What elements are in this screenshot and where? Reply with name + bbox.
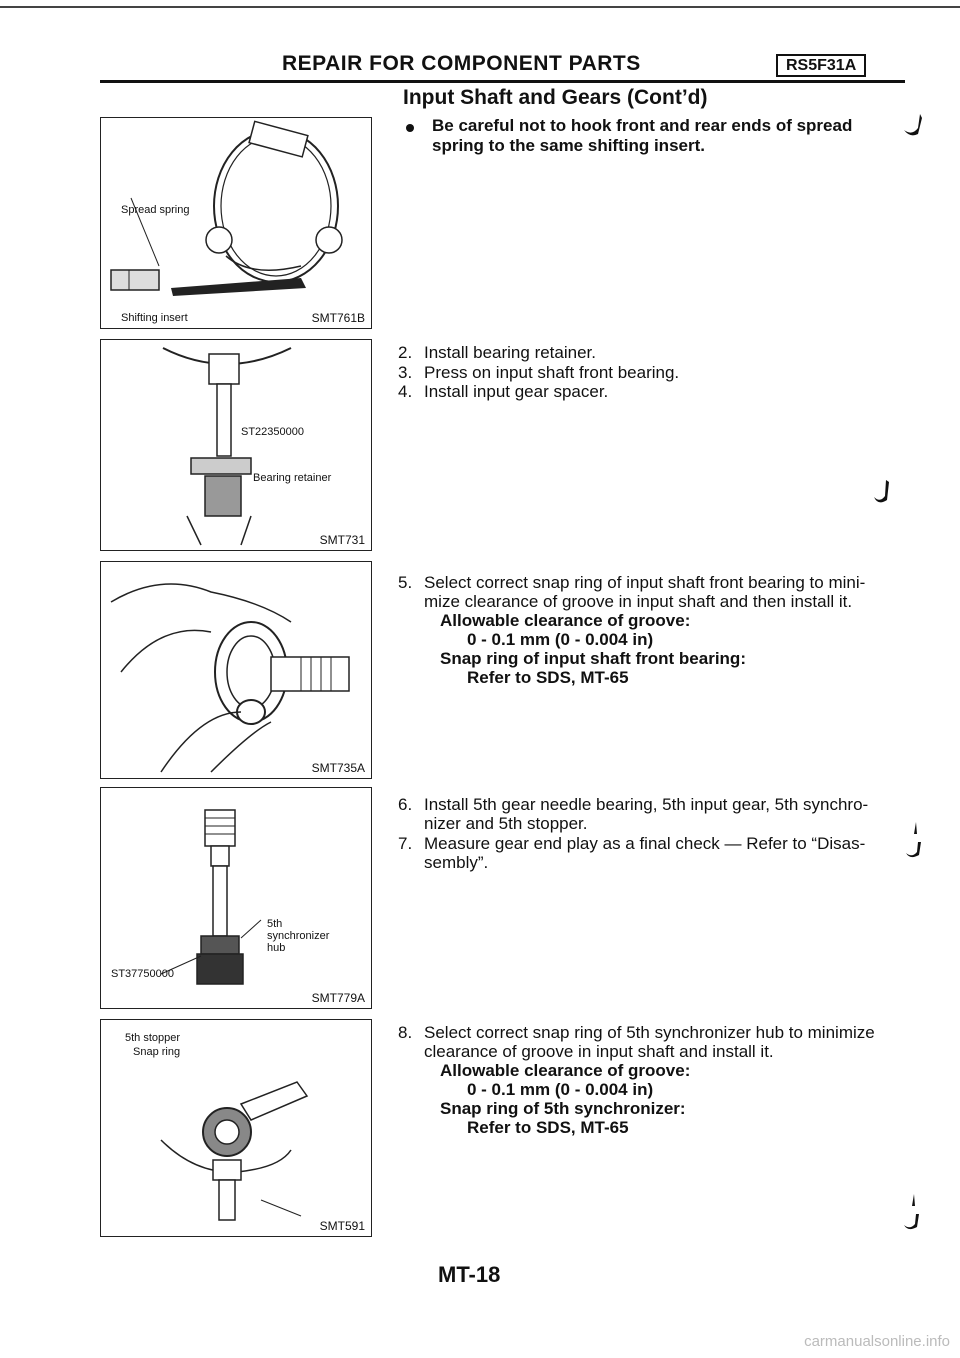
- callout-tool-number: ST22350000: [241, 426, 304, 438]
- revision-mark-icon: [874, 480, 889, 503]
- page-number: MT-18: [438, 1262, 501, 1287]
- bullet-dot: [406, 124, 414, 132]
- top-rule: [0, 6, 960, 8]
- snap-ring-hands-illustration: [110, 583, 350, 773]
- step-8-snap-ring-label: Snap ring of 5th synchronizer:: [440, 1099, 686, 1118]
- step-5-line-2: mize clearance of groove in input shaft …: [424, 592, 853, 611]
- figure-spread-spring: Spread spring Shifting insert SMT761B: [100, 117, 372, 329]
- bearing-retainer-illustration: [162, 347, 292, 546]
- revision-mark-icon: [904, 114, 922, 136]
- callout-shifting-insert: Shifting insert: [121, 312, 188, 324]
- figure-5th-stopper: 5th stopper Snap ring SMT591: [100, 1019, 372, 1237]
- step-5-spec-value: 0 - 0.1 mm (0 - 0.004 in): [467, 630, 654, 649]
- step-text-line-1: Select correct snap ring of input shaft …: [424, 573, 866, 592]
- figure-code: SMT591: [319, 1219, 365, 1233]
- step-text: Install input gear spacer.: [424, 382, 609, 401]
- bullet-line-1: Be careful not to hook front and rear en…: [432, 116, 853, 135]
- step-8-line-2: clearance of groove in input shaft and i…: [424, 1042, 774, 1061]
- figure-code: SMT731: [319, 533, 365, 547]
- callout-tool-number: ST37750000: [111, 968, 174, 980]
- step-5-spec-label: Allowable clearance of groove:: [440, 611, 691, 630]
- step-text: Install bearing retainer.: [424, 343, 596, 362]
- step-number: 3.: [398, 363, 413, 382]
- step-7-line-2: sembly”.: [424, 853, 489, 872]
- figure-snap-ring-hands: SMT735A: [100, 561, 372, 779]
- step-text: Press on input shaft front bearing.: [424, 363, 680, 382]
- step-number: 4.: [398, 382, 413, 401]
- figure-bearing-retainer: ST22350000 Bearing retainer SMT731: [100, 339, 372, 551]
- callout-5th: 5th: [267, 918, 283, 930]
- step-number: 8.: [398, 1023, 413, 1042]
- figure-code: SMT779A: [311, 991, 365, 1005]
- callout-spread-spring: Spread spring: [121, 204, 190, 216]
- callout-bearing-retainer: Bearing retainer: [253, 472, 332, 484]
- step-6-line-2: nizer and 5th stopper.: [424, 814, 588, 833]
- step-5-snap-ring-label: Snap ring of input shaft front bearing:: [440, 649, 746, 668]
- page-header-title: REPAIR FOR COMPONENT PARTS: [282, 52, 641, 75]
- bullet-line-2: spring to the same shifting insert.: [432, 136, 705, 155]
- synchronizer-hub-illustration: [160, 809, 262, 985]
- callout-synchronizer: synchronizer: [267, 930, 330, 942]
- spread-spring-illustration: [110, 120, 343, 296]
- step-5-reference: Refer to SDS, MT-65: [467, 668, 629, 687]
- figure-synchronizer-hub: ST37750000 5th synchronizer hub SMT779A: [100, 787, 372, 1009]
- callout-5th-stopper: 5th stopper: [125, 1032, 181, 1044]
- step-text-line-1: Select correct snap ring of 5th synchron…: [424, 1023, 875, 1042]
- figure-code: SMT735A: [311, 761, 365, 775]
- step-8-spec-label: Allowable clearance of groove:: [440, 1061, 691, 1080]
- step-number: 5.: [398, 573, 413, 592]
- figure-code: SMT761B: [311, 311, 365, 325]
- 5th-stopper-illustration: [160, 1081, 309, 1221]
- step-text-line-1: Measure gear end play as a final check —…: [424, 834, 866, 853]
- revision-mark-icon: [906, 822, 921, 858]
- header-rule: [100, 80, 905, 83]
- step-text-line-1: Install 5th gear needle bearing, 5th inp…: [424, 795, 869, 814]
- model-code-badge: RS5F31A: [776, 54, 867, 77]
- watermark: carmanualsonline.info: [804, 1333, 950, 1350]
- section-title: Input Shaft and Gears (Cont’d): [403, 86, 708, 109]
- step-8-reference: Refer to SDS, MT-65: [467, 1118, 629, 1137]
- step-number: 2.: [398, 343, 413, 362]
- step-number: 6.: [398, 795, 413, 814]
- step-number: 7.: [398, 834, 413, 853]
- step-8-spec-value: 0 - 0.1 mm (0 - 0.004 in): [467, 1080, 654, 1099]
- revision-mark-icon: [904, 1194, 919, 1230]
- callout-snap-ring: Snap ring: [133, 1046, 181, 1058]
- callout-hub: hub: [267, 942, 286, 954]
